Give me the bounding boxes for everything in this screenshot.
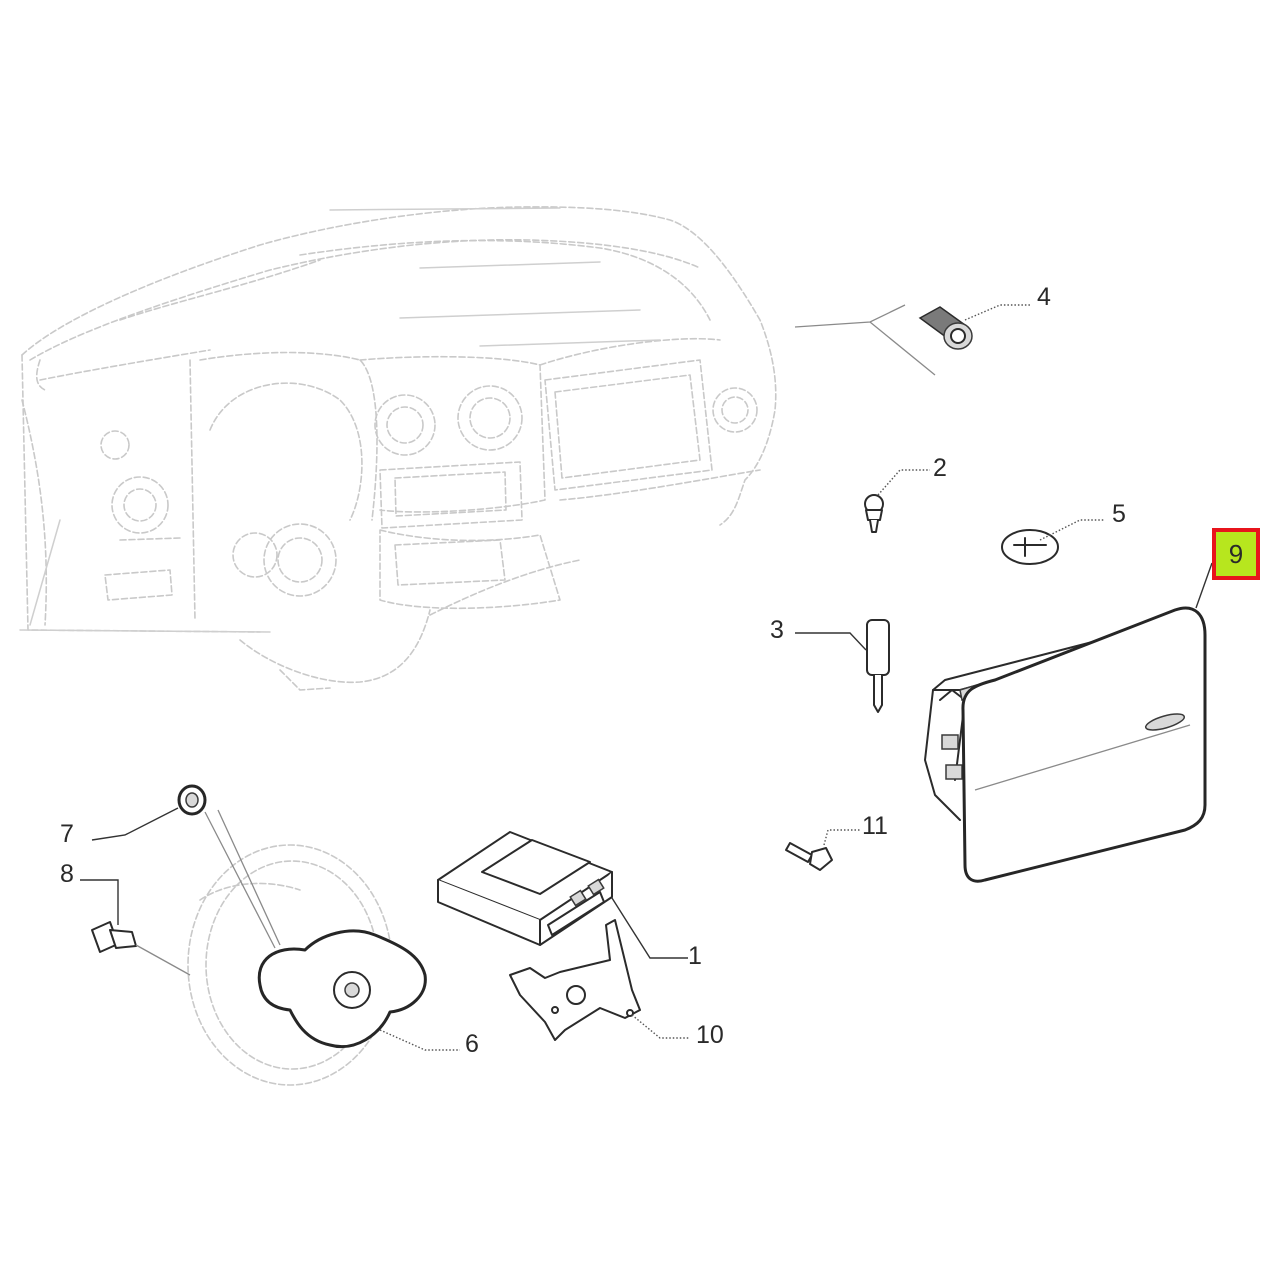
callout-6: 6 xyxy=(465,1030,479,1058)
highlight-box xyxy=(1212,528,1260,580)
callout-3: 3 xyxy=(770,616,784,644)
part-11-bolt xyxy=(785,842,833,871)
callout-8: 8 xyxy=(60,860,74,888)
callout-labels: 4 2 5 3 11 7 8 1 10 6 xyxy=(60,283,1126,1058)
part-6-driver-airbag xyxy=(257,929,427,1048)
callout-10: 10 xyxy=(696,1021,724,1049)
callout-11: 11 xyxy=(862,812,888,840)
part-7-washer xyxy=(177,784,281,949)
callout-5: 5 xyxy=(1112,500,1126,528)
callout-4: 4 xyxy=(1037,283,1051,311)
part-8-bolt xyxy=(91,921,191,976)
callout-7: 7 xyxy=(60,820,74,848)
dashboard-outline xyxy=(19,206,777,691)
part-3-pin xyxy=(866,619,890,713)
part-2-clip xyxy=(864,494,884,533)
part-1-control-unit xyxy=(437,831,613,946)
callout-9: 9 xyxy=(1229,539,1243,569)
part-4-socket xyxy=(794,304,973,376)
part-10-bracket xyxy=(509,919,641,1041)
part-9-passenger-airbag xyxy=(924,606,1207,883)
leader-lines xyxy=(80,304,1213,1051)
callout-1: 1 xyxy=(688,942,702,970)
callout-9-highlight: 9 xyxy=(1212,528,1260,580)
callout-2: 2 xyxy=(933,454,947,482)
